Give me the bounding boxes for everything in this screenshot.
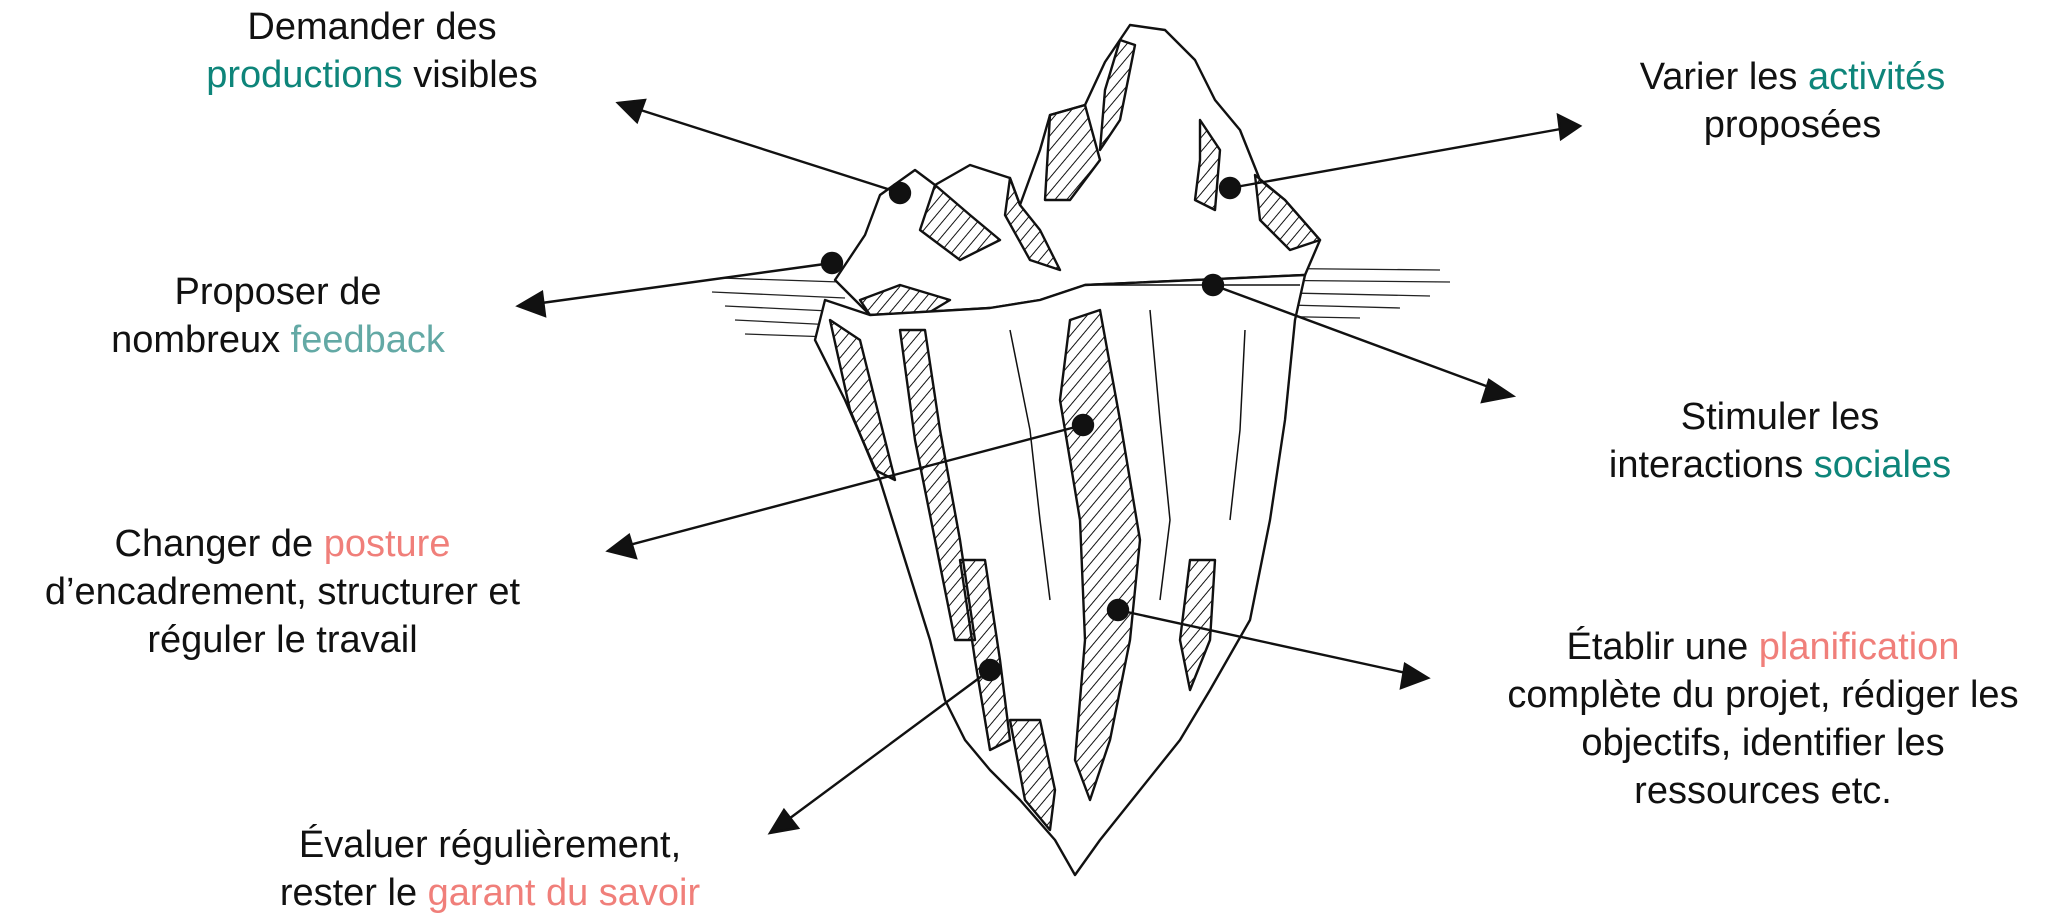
label-planification: Établir une planification complète du pr… (1470, 623, 2056, 815)
label-planification-line1: Établir une planification (1470, 623, 2056, 671)
label-productions-rest: visibles (403, 54, 538, 96)
highlight-productions: productions (206, 54, 402, 96)
label-posture: Changer de posture d’encadrement, struct… (10, 520, 555, 664)
label-sociales: Stimuler les interactions sociales (1585, 393, 1975, 489)
label-sociales-line1: Stimuler les (1585, 393, 1975, 441)
highlight-posture: posture (324, 523, 451, 565)
label-posture-line3: réguler le travail (10, 616, 555, 664)
label-garant-line1: Évaluer régulièrement, (250, 821, 730, 869)
iceberg-body (815, 275, 1305, 875)
label-activites-line2: proposées (1620, 101, 1965, 149)
label-productions: Demander des productions visibles (186, 3, 558, 99)
label-sociales-pre: interactions (1609, 444, 1814, 486)
label-planification-line3: objectifs, identifier les (1470, 719, 2056, 767)
label-posture-pre: Changer de (115, 523, 324, 565)
highlight-sociales: sociales (1814, 444, 1951, 486)
label-planification-pre: Établir une (1567, 626, 1759, 668)
label-garant: Évaluer régulièrement, rester le garant … (250, 821, 730, 917)
label-feedback: Proposer de nombreux feedback (86, 268, 470, 364)
arrow-productions (618, 100, 910, 203)
label-planification-line2: complète du projet, rédiger les (1470, 671, 2056, 719)
arrow-activites (1220, 115, 1580, 198)
label-garant-pre: rester le (280, 872, 428, 914)
highlight-feedback: feedback (291, 319, 445, 361)
label-feedback-line2: nombreux feedback (86, 316, 470, 364)
label-posture-line2: d’encadrement, structurer et (10, 568, 555, 616)
arrow-feedback (518, 253, 842, 316)
iceberg-tip (835, 25, 1320, 318)
label-posture-line1: Changer de posture (10, 520, 555, 568)
highlight-garant: garant du savoir (428, 872, 701, 914)
label-planification-line4: ressources etc. (1470, 767, 2056, 815)
label-feedback-line1: Proposer de (86, 268, 470, 316)
label-activites-pre: Varier les (1640, 56, 1808, 98)
label-activites-line1: Varier les activités (1620, 53, 1965, 101)
label-feedback-pre: nombreux (111, 319, 291, 361)
label-productions-line1: Demander des (186, 3, 558, 51)
highlight-planification: planification (1759, 626, 1960, 668)
label-sociales-line2: interactions sociales (1585, 441, 1975, 489)
highlight-activites: activités (1808, 56, 1945, 98)
label-garant-line2: rester le garant du savoir (250, 869, 730, 917)
label-activites: Varier les activités proposées (1620, 53, 1965, 149)
label-productions-line2: productions visibles (186, 51, 558, 99)
